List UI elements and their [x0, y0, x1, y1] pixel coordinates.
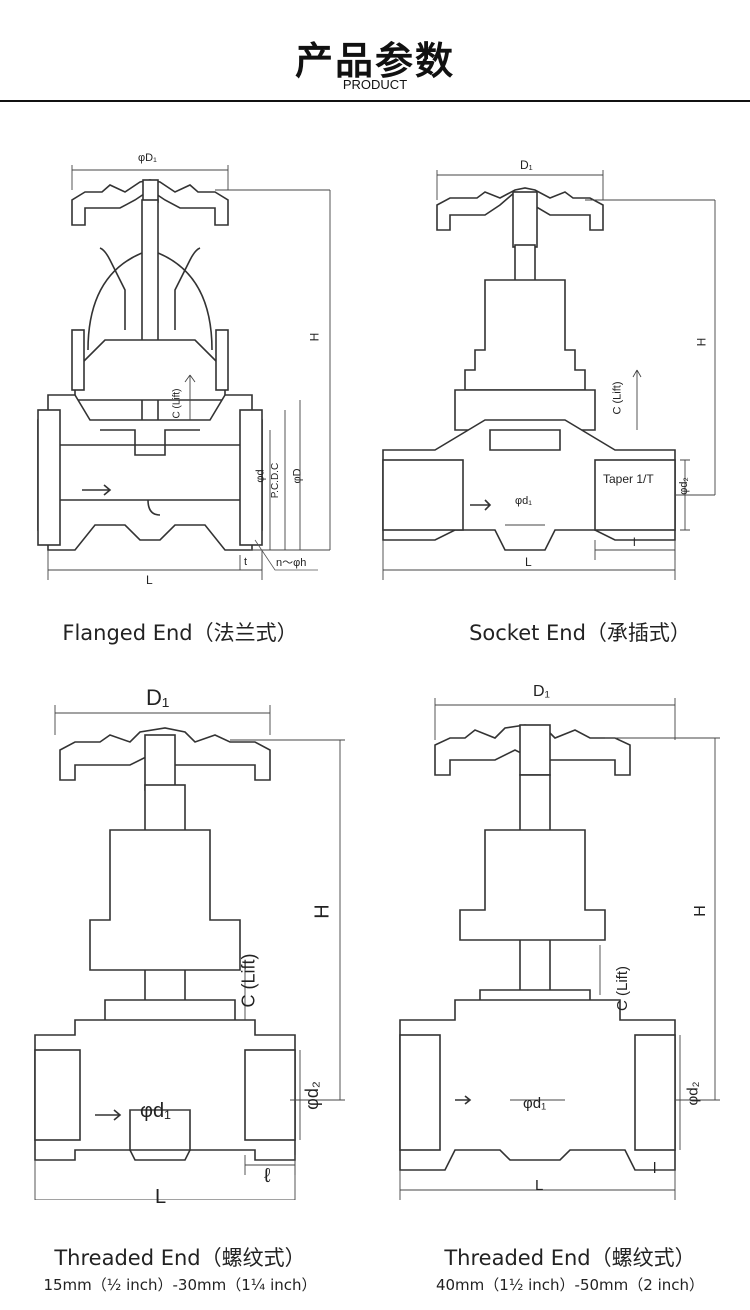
flanged-end-diagram	[37, 165, 331, 580]
flanged-end-caption: Flanged End（法兰式）	[62, 621, 298, 645]
threaded-small-label-D1: D₁	[146, 685, 170, 710]
page-title: 产品参数	[294, 39, 455, 83]
flanged-label-d: φd	[254, 469, 267, 483]
threaded-end-small-caption: Threaded End（螺纹式）	[54, 1246, 306, 1270]
threaded-small-label-l-small: ℓ	[264, 1165, 271, 1187]
threaded-end-large-diagram	[399, 698, 720, 1200]
socket-label-d2: φd₂	[677, 477, 690, 495]
threaded-end-large-caption: Threaded End（螺纹式）	[444, 1246, 696, 1270]
threaded-end-small-subcaption: 15mm（½ inch）-30mm（1¼ inch）	[43, 1276, 317, 1294]
socket-end-caption: Socket End（承插式）	[469, 621, 691, 645]
socket-end-panel: D₁ H C (Lift) Taper 1/T φd₂ φd₁ l L Sock…	[375, 130, 750, 645]
threaded-large-label-H: H	[691, 905, 709, 917]
flanged-label-nh: n～φh	[276, 557, 307, 569]
threaded-end-large-panel: D₁ H C (Lift) φd₂ φd₁ l L Threaded End（螺…	[375, 680, 750, 1310]
threaded-large-label-C: C (Lift)	[614, 966, 631, 1011]
socket-end-diagram	[382, 170, 716, 580]
flanged-label-D1: φD₁	[138, 152, 157, 164]
threaded-end-small-diagram	[34, 705, 345, 1200]
threaded-large-label-dd1: φd₁	[523, 1095, 547, 1112]
threaded-large-label-D1: D₁	[533, 683, 550, 700]
socket-label-dd1: φd₁	[515, 495, 532, 507]
flanged-label-L: L	[146, 573, 153, 587]
threaded-end-large-subcaption: 40mm（1½ inch）-50mm（2 inch）	[435, 1276, 705, 1294]
flanged-end-panel: φD₁ H C (Lift) φd P.C.D.C φD t n～φh L Fl…	[0, 130, 375, 645]
socket-label-H: H	[694, 337, 709, 347]
threaded-large-label-d2: φd₂	[684, 1081, 702, 1106]
threaded-small-label-H: H	[311, 904, 334, 919]
threaded-small-label-dd1: φd₁	[140, 1100, 171, 1122]
threaded-small-label-d2: φd₂	[301, 1081, 322, 1110]
socket-label-L: L	[525, 555, 532, 569]
threaded-large-label-l-small: l	[653, 1160, 657, 1177]
threaded-large-label-L: L	[535, 1177, 544, 1194]
flanged-label-D: φD	[291, 468, 304, 484]
socket-label-C: C (Lift)	[611, 381, 624, 415]
flanged-label-pcd: P.C.D.C	[270, 462, 282, 499]
flanged-label-H: H	[307, 332, 322, 342]
threaded-small-label-C: C (Lift)	[238, 953, 259, 1008]
page-header: 产品参数 PRODUCT	[0, 0, 750, 110]
socket-label-l-small: l	[633, 535, 636, 549]
flanged-label-t: t	[244, 556, 248, 568]
threaded-end-small-panel: D₁ H C (Lift) φd₂ φd₁ ℓ L Threaded End（螺…	[0, 680, 375, 1310]
header-divider	[0, 100, 750, 102]
page-subtitle: PRODUCT	[342, 77, 408, 92]
socket-label-D1: D₁	[520, 158, 533, 172]
threaded-small-label-L: L	[155, 1186, 167, 1208]
flanged-label-C: C (Lift)	[171, 388, 183, 419]
socket-label-taper: Taper 1/T	[603, 472, 654, 486]
